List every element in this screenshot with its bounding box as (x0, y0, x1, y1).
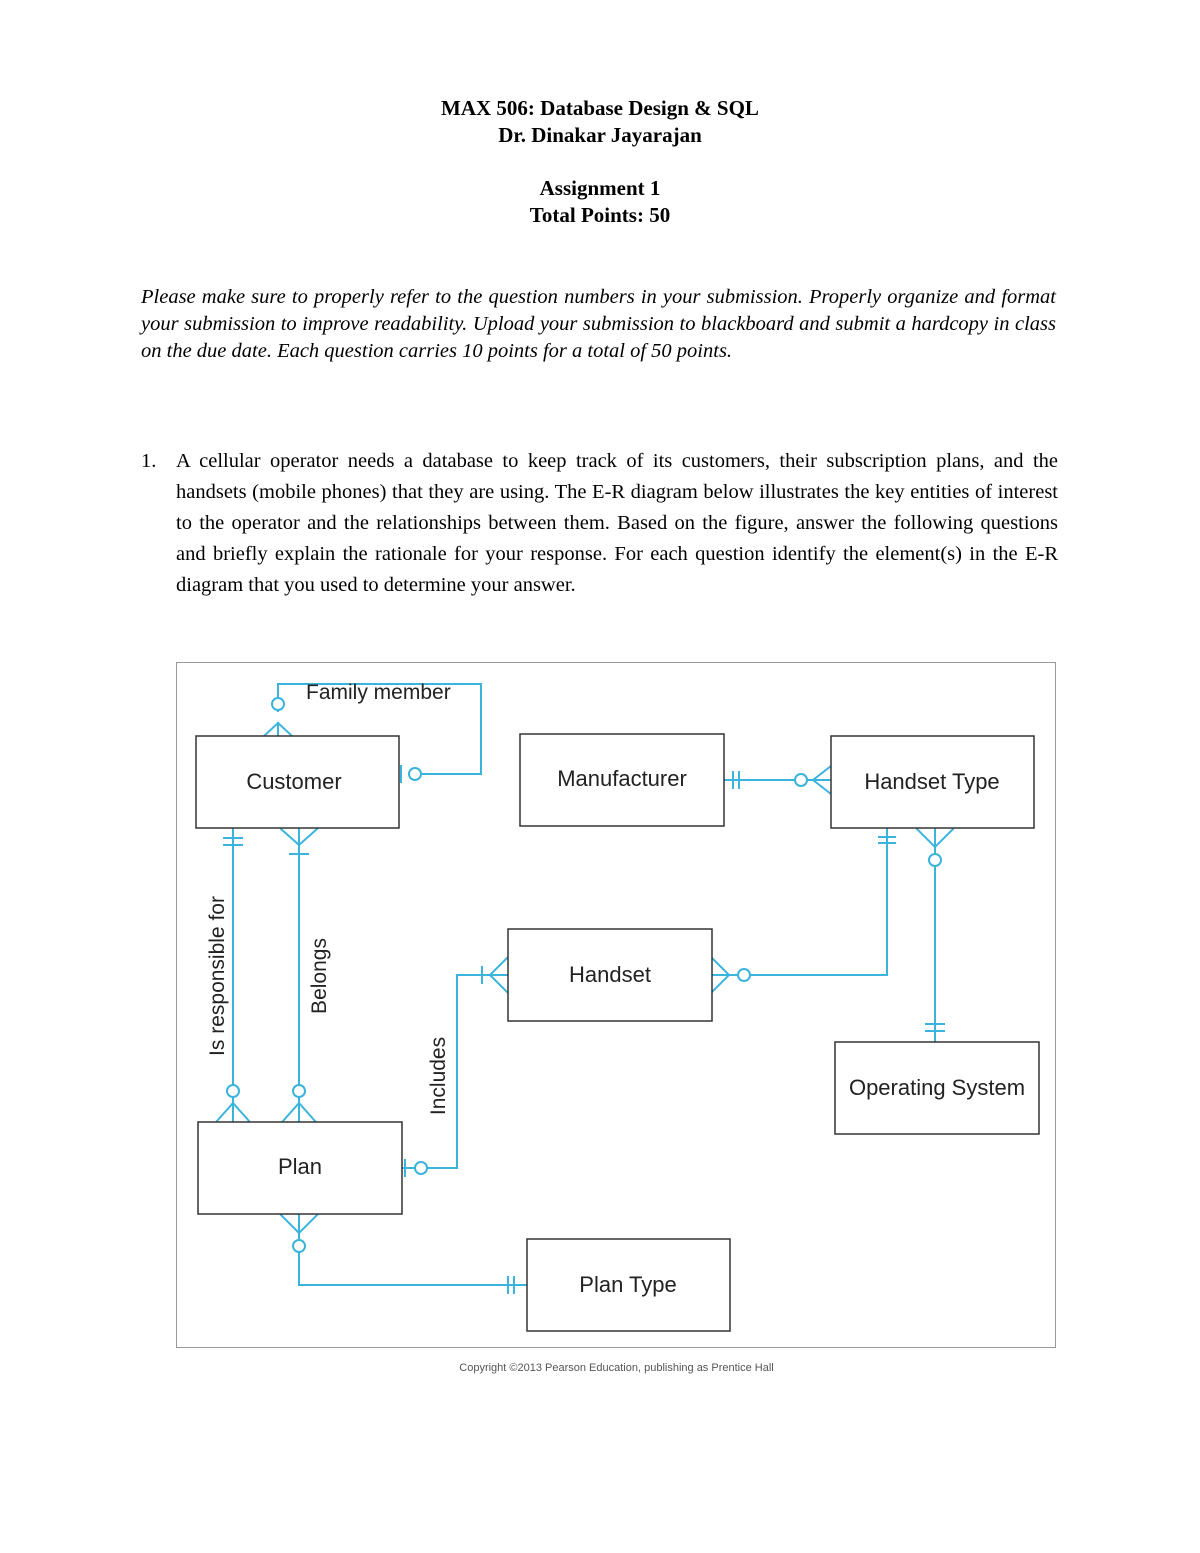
er-diagram: Customer Manufacturer Handset Type Hands… (195, 681, 1040, 1332)
question-number: 1. (141, 450, 157, 472)
entity-handset-box (507, 928, 713, 1022)
entity-manufacturer-box (519, 733, 725, 827)
rel-plan-type-line (298, 1214, 528, 1286)
entity-customer-label: Customer (246, 769, 341, 794)
entity-manufacturer-label: Manufacturer (557, 766, 687, 791)
rel-family-member-line (277, 683, 482, 775)
entity-operating-system-box (834, 1041, 1040, 1135)
entity-plan-type-box (526, 1238, 731, 1332)
rel-includes-line (402, 974, 509, 1169)
er-diagram-figure: Customer Manufacturer Handset Type Hands… (176, 662, 1056, 1348)
rel-includes-label: Includes (427, 1037, 450, 1115)
question-text: A cellular operator needs a database to … (176, 450, 1058, 596)
rel-handset-type-line (710, 828, 888, 976)
entity-handset-type-label: Handset Type (864, 769, 999, 794)
instructions-paragraph: Please make sure to properly refer to th… (141, 286, 1056, 362)
entity-customer-box (195, 735, 400, 829)
assignment-title: Assignment 1 (539, 176, 661, 200)
entity-plan-box (197, 1121, 403, 1215)
entity-plan-label: Plan (278, 1154, 322, 1179)
rel-family-member-label: Family member (306, 681, 451, 704)
entity-operating-system-label: Operating System (849, 1075, 1025, 1100)
entity-plan-type-label: Plan Type (579, 1272, 676, 1297)
course-title: MAX 506: Database Design & SQL (441, 96, 759, 120)
rel-is-responsible-for-label: Is responsible for (206, 896, 229, 1056)
entity-handset-type-box (830, 735, 1035, 829)
copyright-notice: Copyright ©2013 Pearson Education, publi… (459, 1362, 774, 1374)
question-1: 1. A cellular operator needs a database … (141, 446, 1058, 601)
total-points: Total Points: 50 (529, 203, 671, 227)
rel-belongs-label: Belongs (308, 938, 331, 1014)
entity-handset-label: Handset (569, 962, 651, 987)
instructor-name: Dr. Dinakar Jayarajan (498, 123, 702, 147)
